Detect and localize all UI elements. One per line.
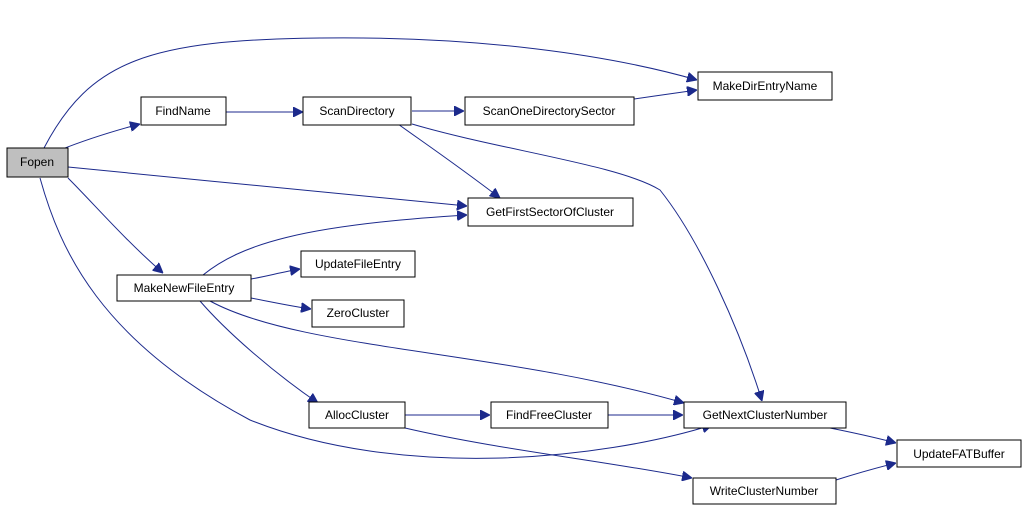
node-fopen[interactable]: Fopen bbox=[6, 147, 69, 178]
edge-fopen-getfirstsectorofcluster bbox=[67, 166, 467, 206]
node-label: GetNextClusterNumber bbox=[703, 408, 828, 422]
node-getnextclusternumber[interactable]: GetNextClusterNumber bbox=[683, 401, 847, 429]
edge-fopen-getnextclusternumber bbox=[39, 177, 712, 459]
edges bbox=[39, 37, 896, 481]
edge-scandirectory-getfirstsectorofcluster bbox=[397, 123, 500, 198]
node-zerocluster[interactable]: ZeroCluster bbox=[311, 299, 405, 328]
edge-makenewfileentry-getnextclusternumber bbox=[209, 300, 684, 403]
node-label: ZeroCluster bbox=[327, 306, 390, 320]
edge-alloccluster-writeclusternumber bbox=[404, 427, 692, 478]
edge-scandirectory-getnextclusternumber bbox=[411, 123, 762, 401]
node-updatefileentry[interactable]: UpdateFileEntry bbox=[300, 250, 416, 278]
nodes: Fopen FindName ScanDirectory ScanOneDire… bbox=[6, 71, 1022, 505]
edge-makenewfileentry-zerocluster bbox=[250, 297, 311, 309]
edge-makenewfileentry-updatefileentry bbox=[250, 269, 300, 280]
edge-getnextclusternumber-updatefatbuffer bbox=[829, 427, 896, 443]
node-alloccluster[interactable]: AllocCluster bbox=[308, 401, 406, 429]
node-label: UpdateFATBuffer bbox=[913, 447, 1005, 461]
edge-fopen-findname bbox=[59, 124, 140, 151]
node-label: AllocCluster bbox=[325, 408, 389, 422]
node-makenewfileentry[interactable]: MakeNewFileEntry bbox=[116, 274, 252, 302]
node-label: UpdateFileEntry bbox=[315, 257, 401, 271]
node-label: MakeNewFileEntry bbox=[134, 281, 235, 295]
node-label: ScanOneDirectorySector bbox=[483, 104, 616, 118]
node-updatefatbuffer[interactable]: UpdateFATBuffer bbox=[896, 439, 1022, 468]
edge-makenewfileentry-alloccluster bbox=[199, 300, 318, 403]
edge-writeclusternumber-updatefatbuffer bbox=[835, 463, 896, 481]
node-findname[interactable]: FindName bbox=[140, 96, 227, 126]
edge-fopen-makedirentryname bbox=[43, 37, 697, 149]
node-getfirstsectorofcluster[interactable]: GetFirstSectorOfCluster bbox=[467, 197, 634, 227]
node-makedirentryname[interactable]: MakeDirEntryName bbox=[697, 71, 833, 101]
node-label: Fopen bbox=[20, 155, 54, 169]
node-label: ScanDirectory bbox=[319, 104, 394, 118]
edge-fopen-makenewfileentry bbox=[67, 177, 163, 273]
edge-makenewfileentry-getfirstsectorofcluster bbox=[202, 215, 467, 276]
node-findfreecluster[interactable]: FindFreeCluster bbox=[490, 401, 609, 429]
node-scanonedirectorysector[interactable]: ScanOneDirectorySector bbox=[464, 96, 635, 126]
edge-scanonedirectorysector-makedirentryname bbox=[633, 90, 697, 100]
node-writeclusternumber[interactable]: WriteClusterNumber bbox=[692, 477, 837, 505]
node-label: GetFirstSectorOfCluster bbox=[486, 205, 614, 219]
node-label: FindName bbox=[155, 104, 211, 118]
node-label: WriteClusterNumber bbox=[710, 484, 818, 498]
node-label: FindFreeCluster bbox=[506, 408, 592, 422]
node-scandirectory[interactable]: ScanDirectory bbox=[302, 96, 412, 126]
node-label: MakeDirEntryName bbox=[713, 79, 818, 93]
